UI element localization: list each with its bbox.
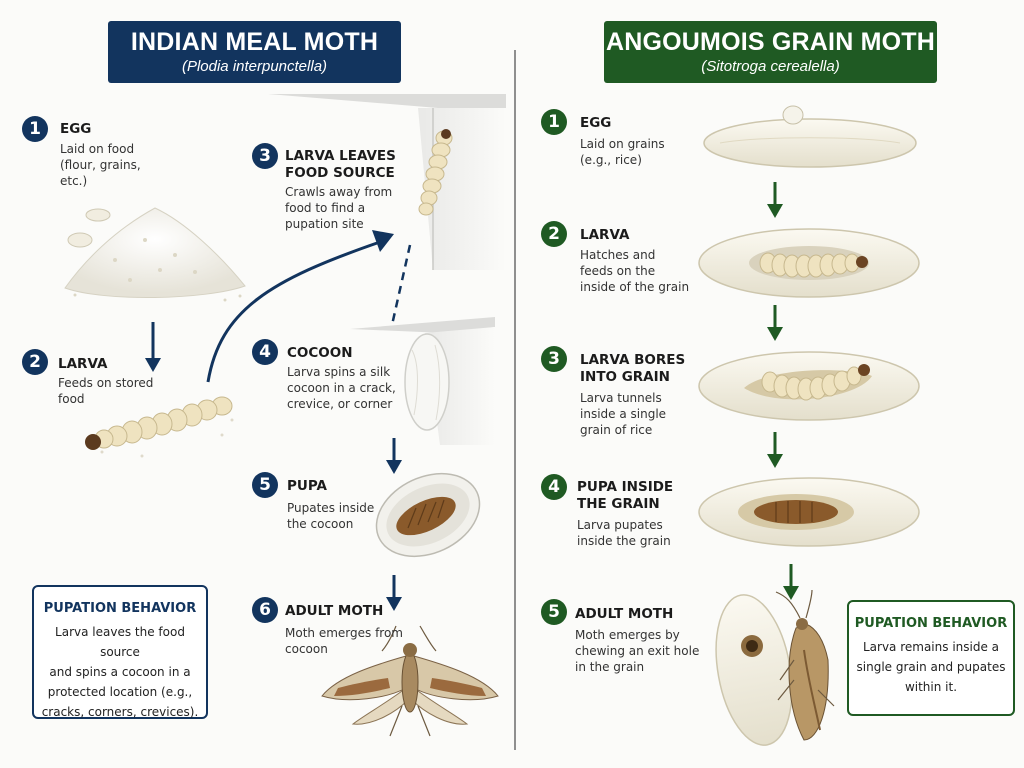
step-title: ADULT MOTH bbox=[285, 603, 384, 619]
column-divider bbox=[514, 50, 516, 750]
behavior-title: PUPATION BEHAVIOR bbox=[854, 616, 1008, 631]
step-title: LARVA bbox=[580, 227, 630, 243]
corner-larva-illustration bbox=[268, 94, 506, 270]
step-badge: 2 bbox=[22, 349, 48, 375]
arrow-down-icon bbox=[767, 305, 783, 341]
pupation-behavior-box: PUPATION BEHAVIOR Larva remains inside a… bbox=[847, 600, 1015, 716]
step-description: Pupates inside the cocoon bbox=[287, 501, 375, 531]
banner-scientific-name: (Sitotroga cerealella) bbox=[701, 58, 840, 75]
behavior-description: Larva remains inside a single grain and … bbox=[856, 640, 1006, 694]
step-description: Moth emerges by chewing an exit hole in … bbox=[575, 628, 700, 674]
flour-pile-illustration bbox=[64, 207, 246, 302]
step-title: EGG bbox=[580, 115, 612, 131]
step-badge: 2 bbox=[541, 221, 567, 247]
arrow-down-icon bbox=[386, 438, 402, 474]
arrow-down-icon bbox=[386, 575, 402, 611]
rice-grain-boring-larva-illustration bbox=[698, 351, 920, 421]
step-description: Crawls away from food to find a pupation… bbox=[285, 185, 393, 231]
step-badge: 3 bbox=[541, 346, 567, 372]
step-badge: 6 bbox=[252, 597, 278, 623]
banner-title: ANGOUMOIS GRAIN MOTH bbox=[606, 28, 935, 56]
rice-grain-illustration bbox=[703, 105, 917, 168]
grain-exit-moth-illustration bbox=[715, 589, 835, 746]
rice-grain-pupa-illustration bbox=[698, 477, 920, 547]
step-description: Larva pupates inside the grain bbox=[577, 518, 671, 548]
arrow-down-icon bbox=[767, 182, 783, 218]
step-title: LARVA bbox=[58, 356, 108, 372]
moth-illustration bbox=[321, 625, 499, 737]
step-title: PUPA INSIDE THE GRAIN bbox=[577, 479, 674, 512]
larva-illustration bbox=[85, 396, 234, 458]
arrow-down-icon bbox=[783, 564, 799, 600]
step-description: Feeds on stored food bbox=[58, 376, 154, 406]
step-title: PUPA bbox=[287, 478, 327, 494]
pupa-illustration bbox=[375, 472, 481, 558]
step-badge: 4 bbox=[252, 339, 278, 365]
step-badge: 5 bbox=[541, 599, 567, 625]
step-badge: 4 bbox=[541, 474, 567, 500]
banner-scientific-name: (Plodia interpunctella) bbox=[181, 58, 328, 75]
behavior-description: Larva leaves the food source and spins a… bbox=[41, 625, 199, 719]
step-badge: 3 bbox=[252, 143, 278, 169]
curved-arrow-icon bbox=[206, 230, 394, 383]
step-description: Laid on food (flour, grains, etc.) bbox=[60, 142, 141, 188]
cocoon-illustration bbox=[350, 317, 495, 445]
behavior-title: PUPATION BEHAVIOR bbox=[43, 601, 197, 616]
step-description: Moth emerges from cocoon bbox=[285, 626, 403, 656]
arrow-down-icon bbox=[145, 322, 161, 372]
step-description: Larva tunnels inside a single grain of r… bbox=[580, 391, 667, 437]
step-description: Larva spins a silk cocoon in a crack, cr… bbox=[287, 365, 396, 411]
step-title: LARVA LEAVES FOOD SOURCE bbox=[285, 148, 396, 181]
step-description: Hatches and feeds on the inside of the g… bbox=[580, 248, 690, 294]
step-title: LARVA BORES INTO GRAIN bbox=[580, 352, 686, 385]
pupation-behavior-box: PUPATION BEHAVIOR Larva leaves the food … bbox=[32, 585, 208, 719]
step-title: EGG bbox=[60, 121, 92, 137]
step-badge: 5 bbox=[252, 472, 278, 498]
step-title: ADULT MOTH bbox=[575, 606, 674, 622]
step-description: Laid on grains (e.g., rice) bbox=[580, 137, 665, 167]
arrow-down-icon bbox=[767, 432, 783, 468]
angoumois-grain-moth-banner: ANGOUMOIS GRAIN MOTH (Sitotroga cerealel… bbox=[604, 21, 937, 83]
step-badge: 1 bbox=[22, 116, 48, 142]
banner-title: INDIAN MEAL MOTH bbox=[130, 28, 379, 56]
step-badge: 1 bbox=[541, 109, 567, 135]
indian-meal-moth-banner: INDIAN MEAL MOTH (Plodia interpunctella) bbox=[108, 21, 401, 83]
step-title: COCOON bbox=[287, 345, 353, 361]
rice-grain-larva-illustration bbox=[698, 228, 920, 298]
